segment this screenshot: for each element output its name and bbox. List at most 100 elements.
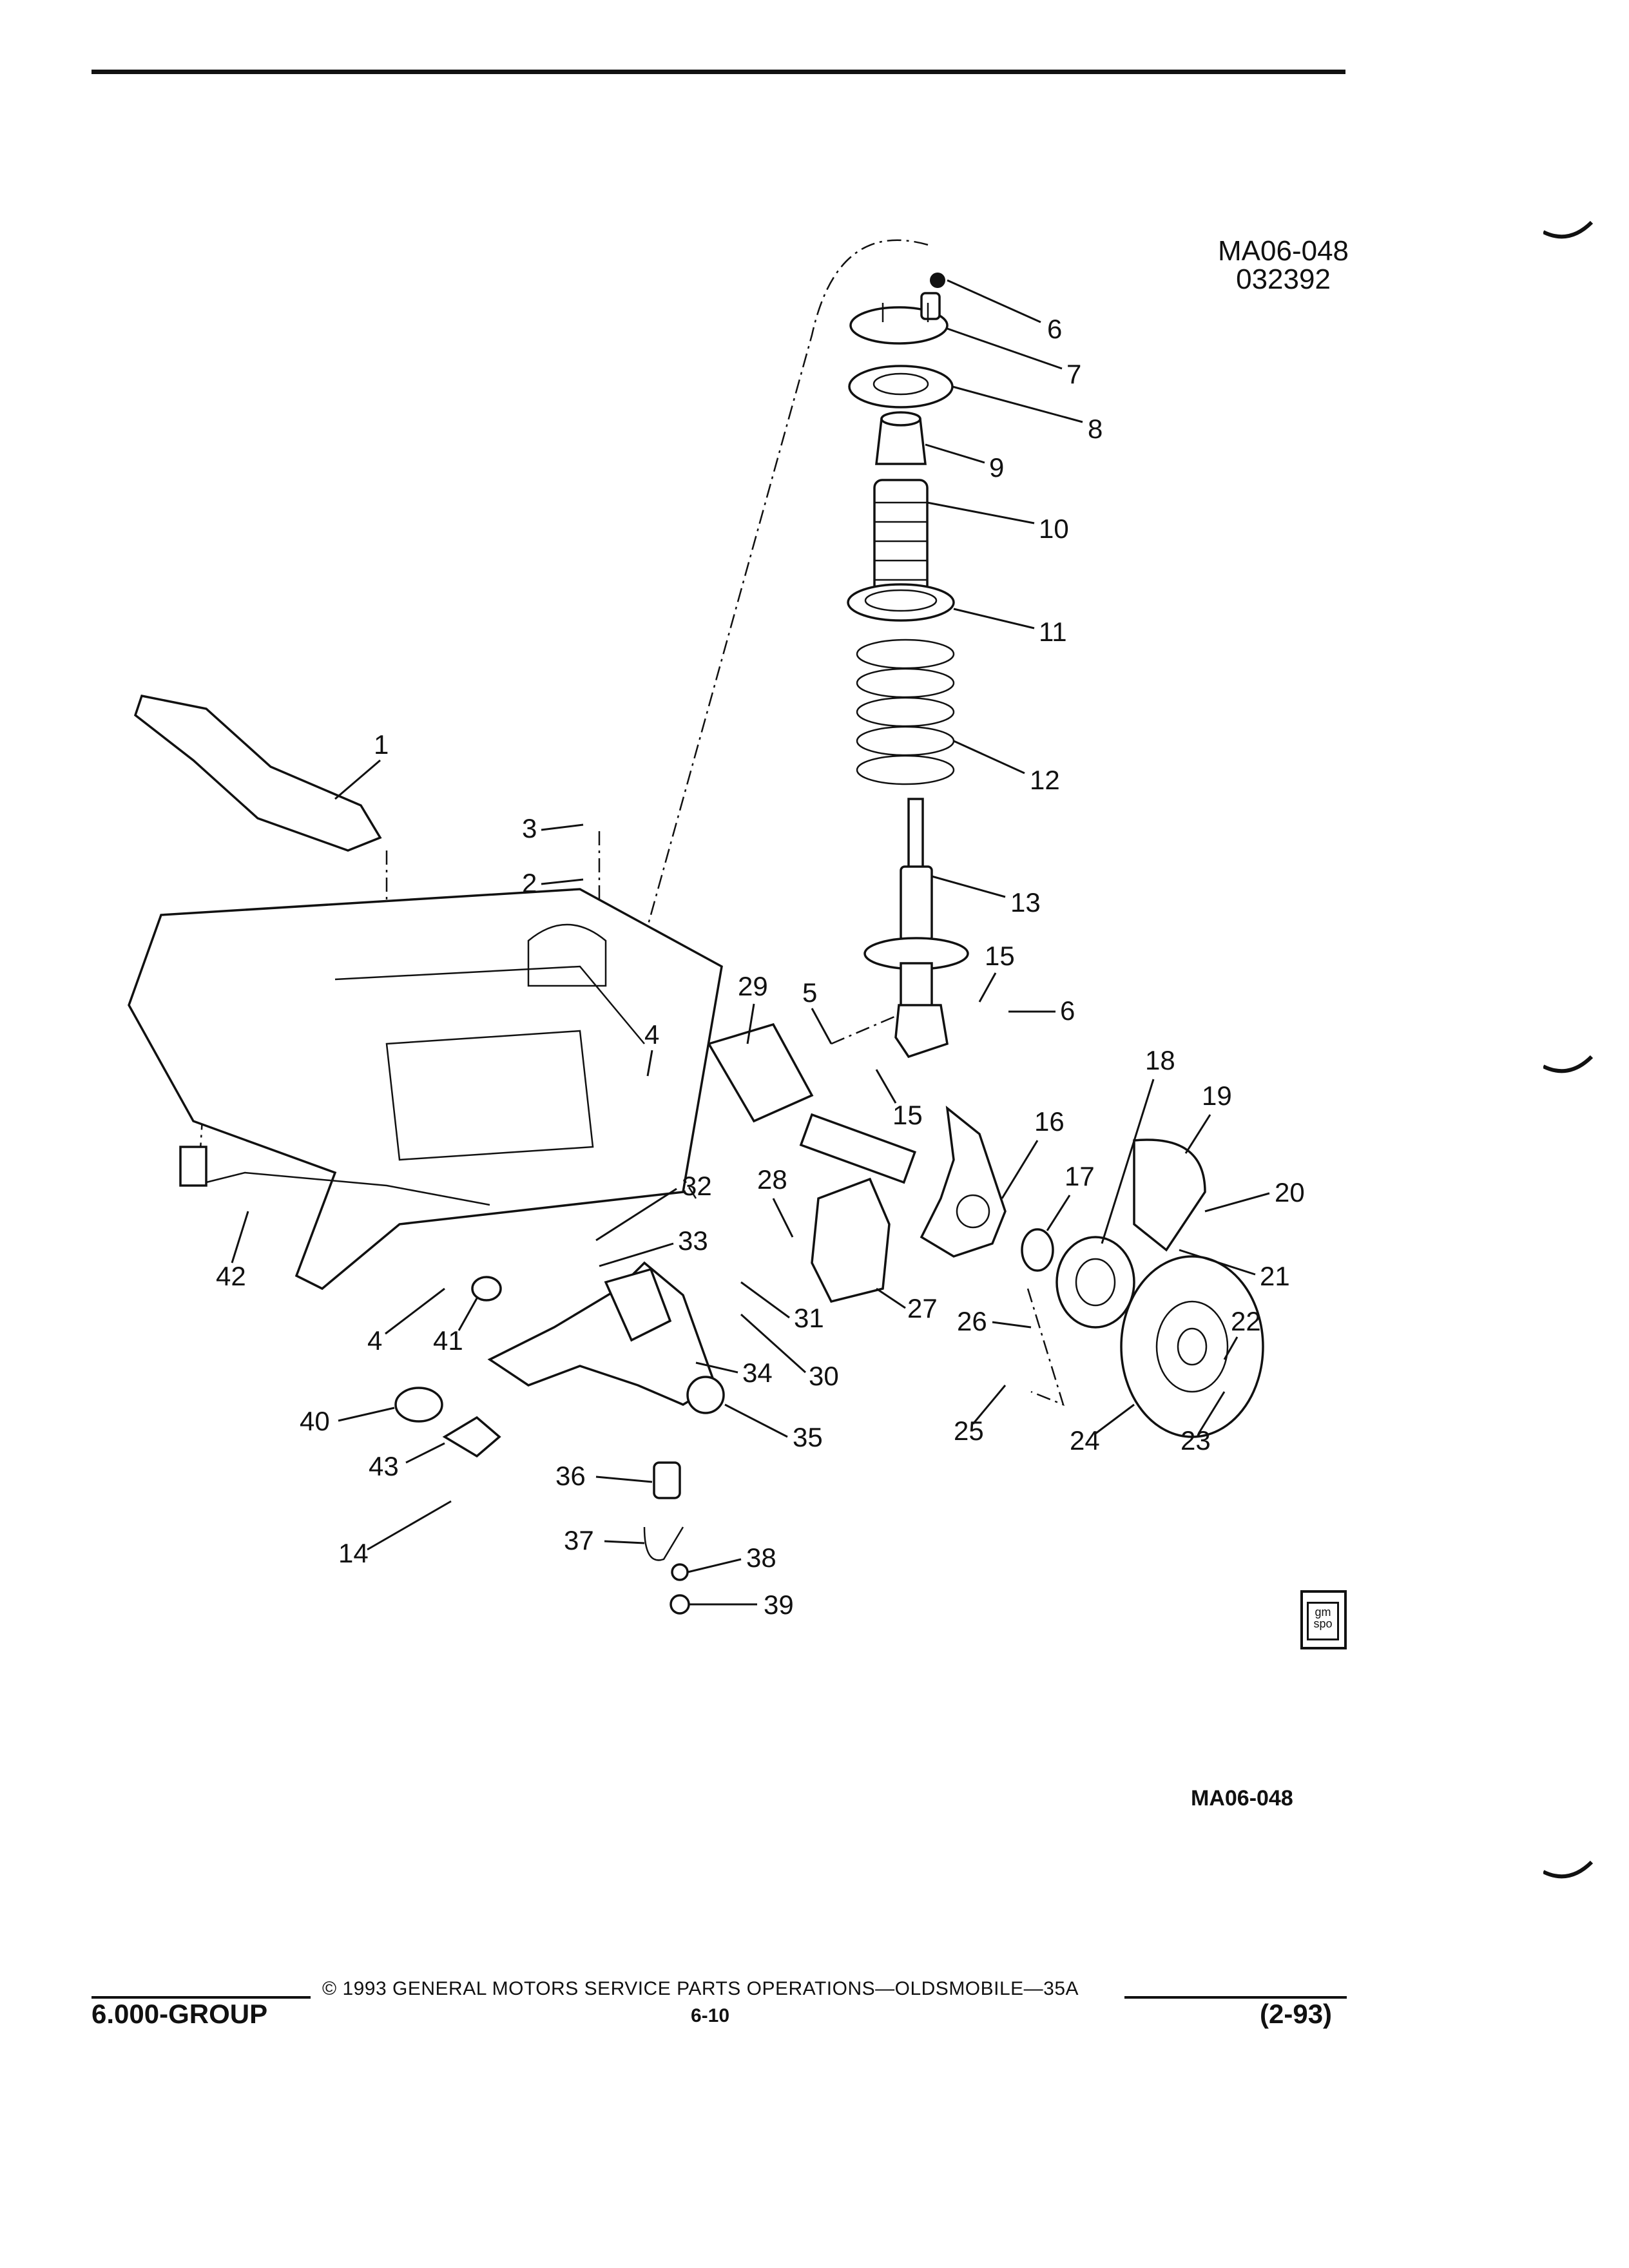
svg-text:4: 4 xyxy=(644,1019,659,1050)
svg-text:30: 30 xyxy=(809,1361,839,1391)
caliper xyxy=(811,1177,891,1303)
svg-text:22: 22 xyxy=(1231,1306,1261,1336)
splash-shield xyxy=(1133,1139,1206,1252)
svg-text:42: 42 xyxy=(216,1261,246,1291)
svg-text:26: 26 xyxy=(957,1306,987,1336)
callout-10: 10 xyxy=(927,501,1069,544)
svg-text:8: 8 xyxy=(1088,414,1103,444)
callout-33: 33 xyxy=(599,1225,708,1267)
hub-seal xyxy=(1021,1228,1054,1272)
gm-spo-logo-text: gm spo xyxy=(1307,1602,1339,1640)
figure-code: MA06-048 xyxy=(1218,235,1349,267)
brake-rotor xyxy=(1120,1255,1264,1438)
svg-text:1: 1 xyxy=(374,729,389,760)
callout-1: 1 xyxy=(334,729,389,800)
strut xyxy=(863,798,969,1059)
callout-26: 26 xyxy=(957,1306,1032,1336)
callout-32: 32 xyxy=(595,1171,712,1242)
footer-group: 6.000-GROUP xyxy=(92,1999,268,2029)
svg-text:39: 39 xyxy=(764,1590,794,1620)
footer-date: (2-93) xyxy=(1260,1999,1333,2029)
svg-text:3: 3 xyxy=(522,813,537,843)
callout-31: 31 xyxy=(740,1281,824,1333)
svg-text:13: 13 xyxy=(1010,887,1041,918)
dust-boot xyxy=(873,479,929,594)
callout-17: 17 xyxy=(1046,1161,1095,1231)
footer-rule-left xyxy=(92,1996,311,1999)
svg-text:15: 15 xyxy=(985,941,1015,971)
callout-11: 11 xyxy=(953,608,1067,647)
stabilizer-bar xyxy=(179,1146,490,1206)
callout-35: 35 xyxy=(724,1403,823,1452)
svg-text:12: 12 xyxy=(1030,765,1060,795)
svg-text:18: 18 xyxy=(1145,1045,1175,1075)
lower-control-arm xyxy=(487,1261,717,1406)
strut-mount-assembly xyxy=(849,273,949,345)
callout-42: 42 xyxy=(216,1211,249,1291)
callout-41: 41 xyxy=(433,1298,478,1356)
svg-text:15: 15 xyxy=(892,1100,923,1130)
callout-4b: 4 xyxy=(367,1287,445,1356)
callout-43: 43 xyxy=(369,1442,445,1481)
engine-cradle xyxy=(128,888,723,1291)
svg-text:38: 38 xyxy=(746,1542,776,1573)
footer-page-number: 6-10 xyxy=(691,2005,730,2026)
callout-4a: 4 xyxy=(644,1019,659,1077)
callout-5: 5 xyxy=(802,977,833,1044)
callout-36: 36 xyxy=(555,1461,653,1491)
svg-text:27: 27 xyxy=(907,1293,938,1323)
callout-23: 23 xyxy=(1181,1391,1226,1456)
svg-text:32: 32 xyxy=(682,1171,712,1201)
callout-24: 24 xyxy=(1070,1403,1135,1456)
callout-9: 9 xyxy=(925,443,1004,483)
callout-29: 29 xyxy=(738,971,768,1044)
callout-2: 2 xyxy=(522,868,584,898)
callout-8: 8 xyxy=(952,385,1103,444)
svg-text:29: 29 xyxy=(738,971,768,1001)
svg-text:36: 36 xyxy=(555,1461,586,1491)
svg-text:31: 31 xyxy=(794,1303,824,1333)
svg-text:33: 33 xyxy=(678,1225,708,1256)
svg-text:23: 23 xyxy=(1181,1425,1211,1456)
footer-rule-right xyxy=(1124,1996,1347,1999)
callout-19: 19 xyxy=(1184,1081,1232,1154)
svg-text:20: 20 xyxy=(1275,1177,1305,1207)
callout-16: 16 xyxy=(1001,1106,1065,1199)
svg-text:37: 37 xyxy=(564,1525,594,1555)
svg-text:40: 40 xyxy=(300,1406,330,1436)
svg-text:21: 21 xyxy=(1260,1261,1290,1291)
footer-copyright: © 1993 GENERAL MOTORS SERVICE PARTS OPER… xyxy=(322,1978,1079,1999)
svg-text:14: 14 xyxy=(338,1538,369,1568)
svg-text:43: 43 xyxy=(369,1451,399,1481)
callout-15a: 15 xyxy=(978,941,1015,1003)
callout-39: 39 xyxy=(689,1590,794,1620)
binding-mark xyxy=(1543,220,1594,239)
callout-20: 20 xyxy=(1204,1177,1305,1213)
callout-13: 13 xyxy=(931,875,1041,918)
svg-text:10: 10 xyxy=(1039,514,1069,544)
callout-14: 14 xyxy=(338,1500,452,1568)
svg-text:17: 17 xyxy=(1065,1161,1095,1191)
callout-21: 21 xyxy=(1179,1249,1290,1291)
callout-7: 7 xyxy=(947,327,1081,389)
svg-text:11: 11 xyxy=(1039,617,1067,647)
bushing-40 xyxy=(394,1387,443,1423)
binding-mark xyxy=(1543,1055,1594,1073)
figure-code-header: MA06-048 032392 xyxy=(1218,237,1349,294)
svg-text:5: 5 xyxy=(802,977,817,1008)
coil-spring xyxy=(856,639,955,785)
bushing-41 xyxy=(471,1276,502,1302)
strut-guide-line xyxy=(633,239,929,974)
svg-text:16: 16 xyxy=(1034,1106,1065,1137)
binding-mark xyxy=(1543,1860,1594,1879)
svg-text:9: 9 xyxy=(989,452,1004,483)
callout-27: 27 xyxy=(876,1287,938,1323)
callout-18: 18 xyxy=(1101,1045,1175,1244)
svg-text:7: 7 xyxy=(1066,359,1081,389)
spring-seat-upper xyxy=(848,365,954,408)
drive-axle-outer xyxy=(707,1023,916,1184)
callout-30: 30 xyxy=(740,1313,839,1391)
figure-code-bottom: MA06-048 xyxy=(1191,1786,1293,1811)
date-code: 032392 xyxy=(1236,264,1331,295)
